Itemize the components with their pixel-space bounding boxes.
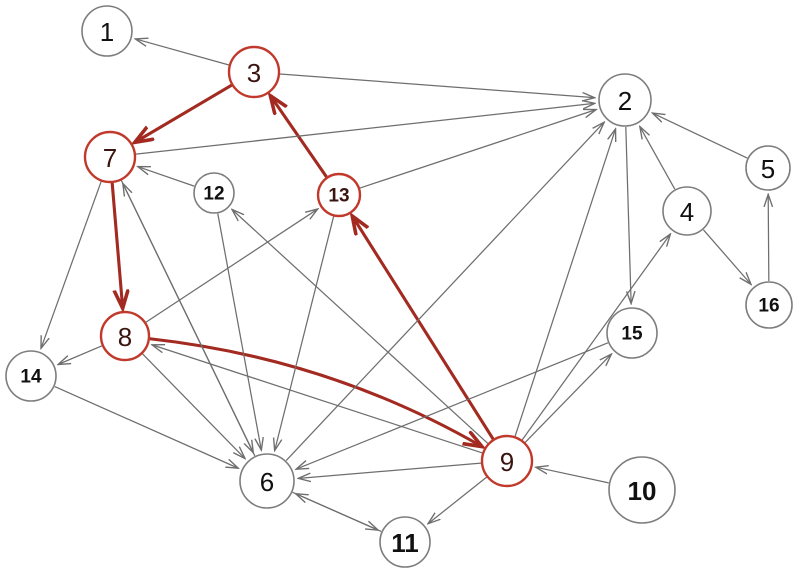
node-9[interactable]: 9 bbox=[480, 434, 534, 488]
edge-8-to-6 bbox=[142, 353, 244, 458]
edge-5-to-2 bbox=[653, 113, 748, 159]
edge-7-to-8 bbox=[110, 182, 122, 307]
node-1[interactable]: 1 bbox=[81, 5, 133, 57]
edge-10-to-9 bbox=[536, 467, 609, 484]
edge-7-to-6 bbox=[120, 180, 253, 452]
node-label-3: 3 bbox=[247, 58, 261, 88]
node-label-14: 14 bbox=[20, 367, 42, 388]
edge-4-to-2 bbox=[640, 127, 676, 190]
node-15[interactable]: 15 bbox=[606, 307, 658, 359]
edge-8-to-14 bbox=[59, 345, 103, 364]
node-10[interactable]: 10 bbox=[608, 456, 676, 524]
node-label-7: 7 bbox=[103, 143, 117, 173]
node-12[interactable]: 12 bbox=[193, 172, 235, 214]
node-circle-15[interactable] bbox=[606, 307, 658, 359]
node-label-16: 16 bbox=[758, 296, 779, 317]
edge-7-to-14 bbox=[41, 181, 102, 347]
edge-9-to-12 bbox=[232, 210, 489, 444]
edge-6-to-2 bbox=[285, 123, 604, 462]
node-label-15: 15 bbox=[621, 324, 643, 345]
edge-3-to-7 bbox=[136, 83, 233, 142]
edge-13-to-3 bbox=[271, 97, 328, 178]
edge-13-to-6 bbox=[275, 216, 335, 450]
edge-2-to-15 bbox=[625, 126, 631, 303]
edge-7-to-2 bbox=[135, 103, 594, 155]
node-circle-14[interactable] bbox=[5, 350, 57, 402]
node-13[interactable]: 13 bbox=[316, 172, 362, 218]
edge-9-to-4 bbox=[521, 235, 670, 441]
node-14[interactable]: 14 bbox=[5, 350, 57, 402]
edge-3-to-2 bbox=[279, 73, 594, 98]
node-circle-1[interactable] bbox=[81, 5, 133, 57]
edge-6-to-11 bbox=[292, 491, 378, 530]
node-16[interactable]: 16 bbox=[745, 281, 793, 329]
node-3[interactable]: 3 bbox=[227, 45, 281, 99]
node-circle-5[interactable] bbox=[745, 145, 791, 191]
node-label-1: 1 bbox=[100, 17, 114, 47]
edge-14-to-6 bbox=[54, 385, 238, 468]
node-circle-6[interactable] bbox=[239, 453, 295, 509]
edge-12-to-7 bbox=[138, 167, 195, 187]
node-label-5: 5 bbox=[761, 154, 775, 184]
edge-8-to-9 bbox=[149, 337, 481, 446]
node-label-4: 4 bbox=[680, 197, 694, 227]
node-circle-2[interactable] bbox=[598, 73, 652, 127]
node-circle-9[interactable] bbox=[480, 434, 534, 488]
node-circle-13[interactable] bbox=[316, 172, 362, 218]
edge-3-to-1 bbox=[136, 39, 230, 66]
node-label-9: 9 bbox=[500, 447, 514, 477]
edge-layer bbox=[41, 39, 769, 533]
edge-9-to-15 bbox=[524, 354, 611, 443]
node-label-6: 6 bbox=[260, 467, 274, 497]
node-circle-3[interactable] bbox=[227, 45, 281, 99]
node-8[interactable]: 8 bbox=[99, 310, 151, 362]
node-circle-8[interactable] bbox=[99, 310, 151, 362]
node-4[interactable]: 4 bbox=[662, 186, 712, 236]
node-circle-4[interactable] bbox=[662, 186, 712, 236]
edge-4-to-16 bbox=[702, 229, 750, 284]
node-label-12: 12 bbox=[203, 184, 224, 205]
edge-12-to-6 bbox=[217, 213, 261, 450]
node-label-11: 11 bbox=[391, 528, 419, 558]
node-5[interactable]: 5 bbox=[745, 145, 791, 191]
edge-13-to-2 bbox=[359, 110, 596, 189]
node-circle-11[interactable] bbox=[379, 516, 431, 568]
node-label-2: 2 bbox=[618, 86, 632, 116]
node-label-8: 8 bbox=[118, 322, 132, 352]
node-label-10: 10 bbox=[628, 476, 657, 506]
node-circle-7[interactable] bbox=[83, 130, 137, 184]
edge-9-to-13 bbox=[353, 217, 495, 440]
edge-9-to-8 bbox=[153, 345, 483, 454]
edge-8-to-13 bbox=[145, 209, 317, 323]
node-2[interactable]: 2 bbox=[598, 73, 652, 127]
node-circle-10[interactable] bbox=[608, 456, 676, 524]
node-label-13: 13 bbox=[328, 186, 349, 207]
node-7[interactable]: 7 bbox=[83, 130, 137, 184]
edge-15-to-6 bbox=[297, 342, 609, 469]
node-circle-16[interactable] bbox=[745, 281, 793, 329]
edge-9-to-11 bbox=[428, 476, 488, 523]
node-6[interactable]: 6 bbox=[239, 453, 295, 509]
edge-9-to-2 bbox=[514, 129, 615, 437]
edge-9-to-6 bbox=[299, 462, 482, 478]
node-circle-12[interactable] bbox=[193, 172, 235, 214]
edge-16-to-5 bbox=[768, 195, 769, 282]
node-11[interactable]: 11 bbox=[379, 516, 431, 568]
